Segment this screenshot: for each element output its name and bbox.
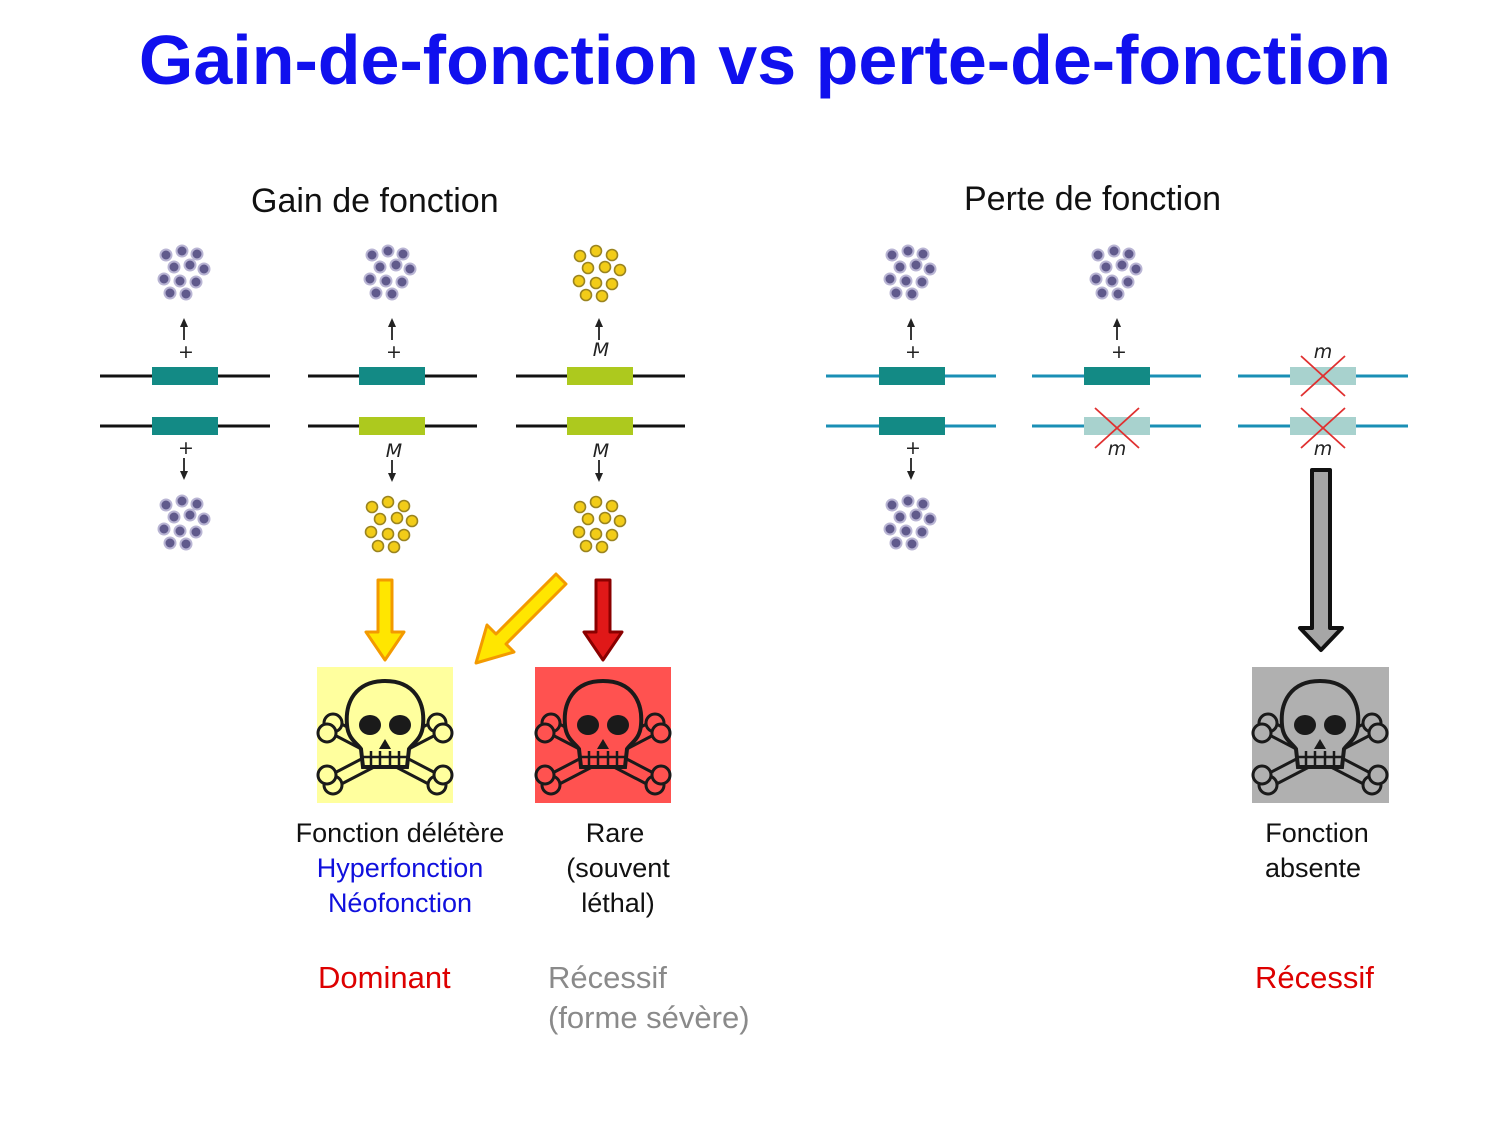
protein-cluster-icon [572,244,627,303]
loss-col3-top-allele: m [1314,341,1333,363]
protein-cluster-icon [572,495,627,554]
loss-col1-top-allele: + [905,341,921,363]
yellow-outcome-line3: Néofonction [327,888,473,918]
grey-outcome-line1: Fonction [1265,818,1369,848]
protein-cluster-icon [1089,244,1143,301]
mutant-gene [567,367,633,385]
mode-recessive-severe-line2: (forme sévère) [548,1000,750,1035]
protein-cluster-icon [363,244,417,301]
yellow-outcome-line1: Fonction délétère [295,818,505,848]
protein-cluster-icon [157,244,211,301]
protein-cluster-icon [157,494,211,551]
gain-heading: Gain de fonction [251,182,499,220]
mode-recessive-severe-line1: Récessif [548,960,667,995]
gain-column-2: + M [308,244,477,554]
yellow-outcome-line2: Hyperfonction [316,853,484,883]
gain-col2-top-allele: + [386,341,402,363]
arrow-down-icon [364,578,406,662]
arrow-diagonal-icon [474,572,568,665]
loss-col3-bottom-allele: m [1314,438,1333,460]
grey-outcome-line2: absente [1264,853,1362,883]
protein-cluster-icon [883,244,937,301]
red-outcome-line2: (souvent [566,853,670,883]
gain-col1-bottom-allele: + [178,437,194,459]
mutant-gene [567,417,633,435]
gain-col3-top-allele: M [593,339,609,361]
loss-column-1: + + [826,244,996,551]
page-title: Gain-de-fonction vs perte-de-fonction [138,21,1392,99]
mode-dominant: Dominant [318,960,451,995]
wild-gene [152,417,218,435]
wild-gene [879,367,945,385]
wild-gene [152,367,218,385]
mode-recessive: Récessif [1255,960,1374,995]
protein-cluster-icon [883,494,937,551]
loss-heading: Perte de fonction [964,180,1222,218]
gain-col1-top-allele: + [178,341,194,363]
red-outcome-line3: léthal) [581,888,655,918]
wild-gene [359,367,425,385]
wild-gene [879,417,945,435]
wild-gene [1084,367,1150,385]
gain-col3-bottom-allele: M [593,440,609,462]
loss-col2-bottom-allele: m [1108,438,1127,460]
mutant-gene [359,417,425,435]
protein-cluster-icon [364,495,419,554]
arrow-down-icon [582,578,624,662]
arrow-down-icon [1298,468,1344,652]
gain-column-3: M M [516,244,685,554]
loss-column-3: m m [1238,341,1408,460]
loss-col2-top-allele: + [1111,341,1127,363]
null-gene [1290,417,1356,435]
red-outcome-line1: Rare [585,818,645,848]
null-gene [1084,417,1150,435]
loss-column-2: + m [1032,244,1201,460]
loss-col1-bottom-allele: + [905,437,921,459]
gain-col2-bottom-allele: M [386,440,402,462]
gain-column-1: + + [100,244,270,551]
